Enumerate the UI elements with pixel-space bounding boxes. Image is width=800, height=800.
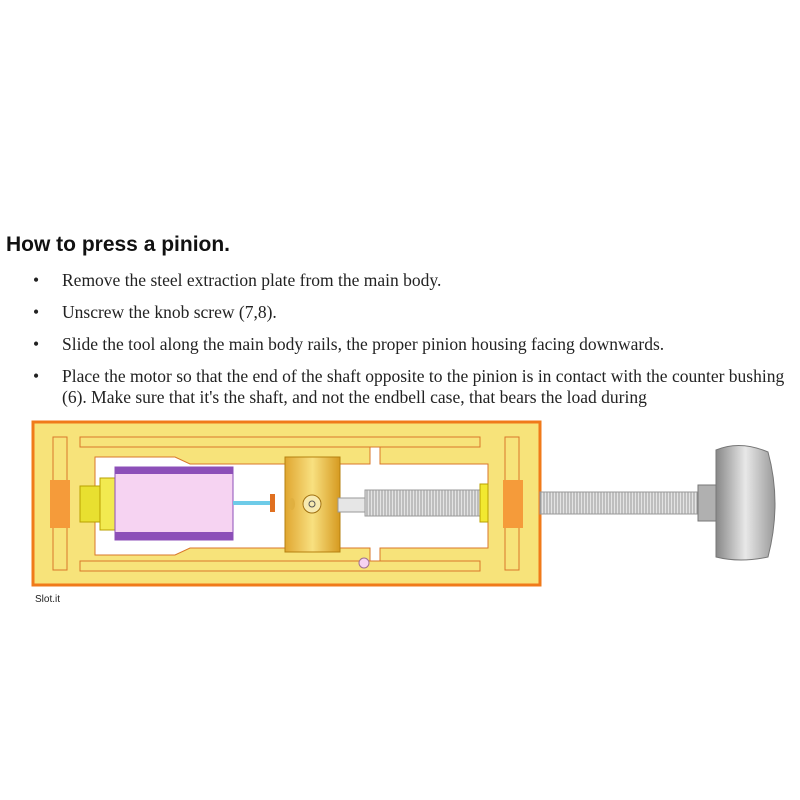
list-item-text: Place the motor so that the end of the s… [62,366,785,407]
bullet-icon: • [33,302,40,322]
list-item-text: Unscrew the knob screw (7,8). [62,302,277,322]
list-item-text: Remove the steel extraction plate from t… [62,270,442,290]
motor [79,466,275,541]
list-item: • Place the motor so that the end of the … [0,366,800,408]
page-title: How to press a pinion. [6,233,231,256]
bullet-icon: • [33,366,40,386]
instruction-list: • Remove the steel extraction plate from … [0,270,800,419]
list-item: • Slide the tool along the main body rail… [0,334,800,355]
screw [337,445,776,569]
bullet-icon: • [33,334,40,354]
list-item: • Remove the steel extraction plate from … [0,270,800,291]
pinion-housing [284,456,341,553]
image-credit: Slot.it [35,594,61,605]
list-item: • Unscrew the knob screw (7,8). [0,302,800,323]
list-item-text: Slide the tool along the main body rails… [62,334,665,354]
bullet-icon: • [33,270,40,290]
knob [715,445,776,561]
